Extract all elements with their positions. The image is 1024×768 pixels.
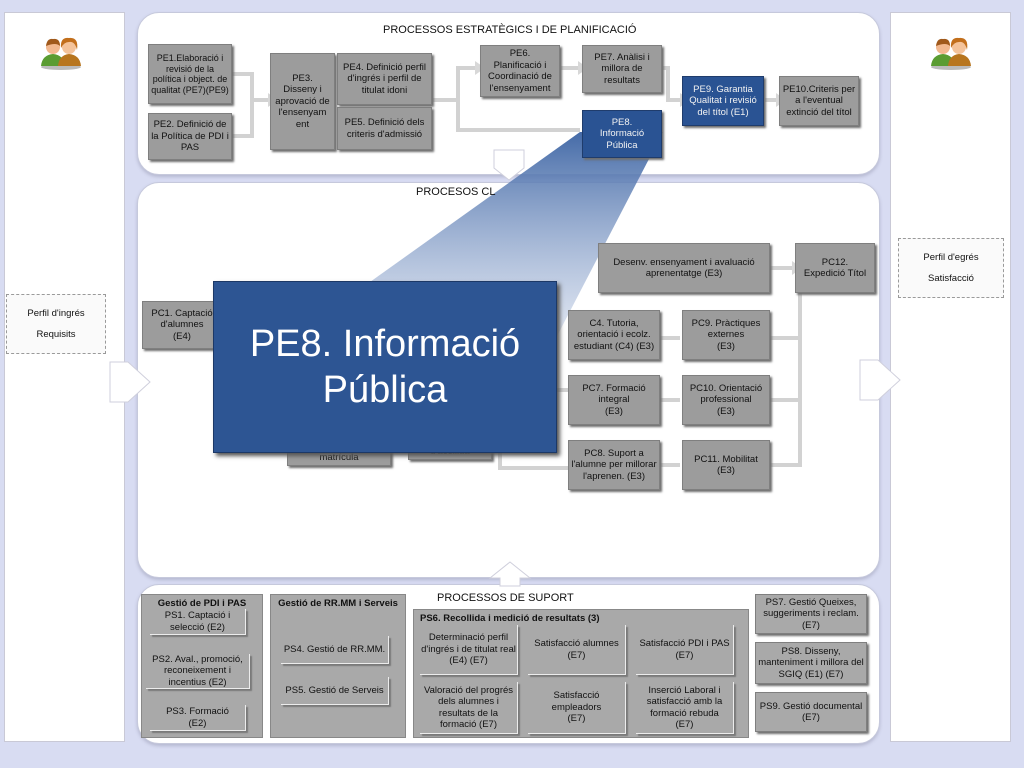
pe1-box[interactable]: PE1.Elaboració i revisió de la política … <box>148 44 232 104</box>
pe2-box[interactable]: PE2. Definició de la Política de PDI i P… <box>148 113 232 160</box>
pc1-box[interactable]: PC1. Captació d'alumnes (E4) <box>142 301 222 349</box>
ps9-box[interactable]: PS9. Gestió documental (E7) <box>755 692 867 732</box>
left-column <box>4 12 125 742</box>
entry-profile-box: Perfil d'ingrés Requisits <box>6 294 106 354</box>
ps6-title: PS6. Recollida i medició de resultats (3… <box>420 613 600 624</box>
ps8-box[interactable]: PS8. Disseny, manteniment i millora del … <box>755 642 867 684</box>
satisfaction-label: Satisfacció <box>928 272 974 284</box>
pe3-box[interactable]: PE3. Disseny i aprovació de l'ensenyam e… <box>270 53 335 150</box>
pe8-zoom-callout: PE8. Informació Pública <box>213 281 557 453</box>
pe5-box[interactable]: PE5. Definició dels criteris d'admissió <box>337 107 432 150</box>
pc12-box[interactable]: PC12. Expedició Títol <box>795 243 875 293</box>
rrmm-group: Gestió de RR.MM i Serveis <box>270 594 406 738</box>
ps3-box[interactable]: PS3. Formació (E2) <box>150 705 246 731</box>
pc9-box[interactable]: PC9. Pràctiques externes (E3) <box>682 310 770 360</box>
ps6-d-box[interactable]: Valoració del progrés dels alumnes i res… <box>420 682 518 734</box>
people-icon-right <box>931 37 971 70</box>
pe6-box[interactable]: PE6. Planificació i Coordinació de l'ens… <box>480 45 560 97</box>
pc7-box[interactable]: PC7. Formació integral (E3) <box>568 375 660 425</box>
right-column <box>890 12 1011 742</box>
exit-profile-box: Perfil d'egrés Satisfacció <box>898 238 1004 298</box>
strategic-title: PROCESSOS ESTRATÈGICS I DE PLANIFICACIÓ <box>383 24 637 36</box>
rrmm-title: Gestió de RR.MM i Serveis <box>278 598 398 609</box>
key-processes-title: PROCESOS CL <box>416 186 496 198</box>
pc4-box[interactable]: C4. Tutoria, orientació i ecolz. estudia… <box>568 310 660 360</box>
people-icon-left <box>41 37 81 70</box>
pdi-pas-title: Gestió de PDI i PAS <box>157 598 247 609</box>
pe4-box[interactable]: PE4. Definició perfil d'ingrés i perfil … <box>337 53 432 105</box>
support-title: PROCESSOS DE SUPORT <box>437 592 574 604</box>
ps5-box[interactable]: PS5. Gestió de Serveis <box>281 677 389 705</box>
entry-profile-label: Perfil d'ingrés <box>27 307 85 319</box>
pe7-box[interactable]: PE7. Anàlisi i millora de resultats <box>582 45 662 93</box>
exit-profile-label: Perfil d'egrés <box>923 251 979 263</box>
ps6-c-box[interactable]: Satisfacció PDI i PAS (E7) <box>636 625 734 675</box>
ps1-box[interactable]: PS1. Captació i selecció (E2) <box>150 609 246 635</box>
ps6-e-box[interactable]: Satisfacció empleadors (E7) <box>528 682 626 734</box>
ps6-b-box[interactable]: Satisfacció alumnes (E7) <box>528 625 626 675</box>
pc8-box[interactable]: PC8. Suport a l'alumne per millorar l'ap… <box>568 440 660 490</box>
ps2-box[interactable]: PS2. Aval., promoció, reconeixement i in… <box>146 654 250 689</box>
pe8-box[interactable]: PE8. Informació Pública <box>582 110 662 158</box>
requirements-label: Requisits <box>36 328 76 340</box>
pc10-box[interactable]: PC10. Orientació professional (E3) <box>682 375 770 425</box>
ps6-f-box[interactable]: Inserció Laboral i satisfacció amb la fo… <box>636 682 734 734</box>
ps7-box[interactable]: PS7. Gestió Queixes, suggeriments i recl… <box>755 594 867 634</box>
pc11-box[interactable]: PC11. Mobilitat (E3) <box>682 440 770 490</box>
pe9-box[interactable]: PE9. Garantia Qualitat i revisió del tít… <box>682 76 764 126</box>
pe10-box[interactable]: PE10.Criteris per a l'eventual extinció … <box>779 76 859 126</box>
pc-desenv-box[interactable]: Desenv. ensenyament i avaluació aprenent… <box>598 243 770 293</box>
ps4-box[interactable]: PS4. Gestió de RR.MM. <box>281 636 389 664</box>
ps6-a-box[interactable]: Determinació perfil d'ingrés i de titula… <box>420 625 518 675</box>
